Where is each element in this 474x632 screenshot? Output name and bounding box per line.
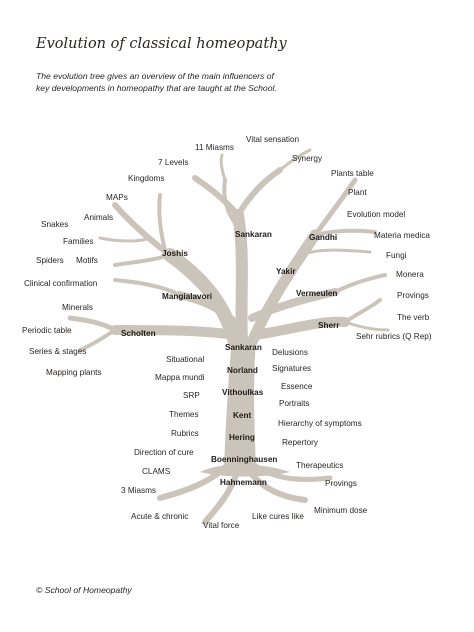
tree-limb bbox=[110, 325, 241, 340]
subtitle-line-2: key developments in homeopathy that are … bbox=[36, 83, 277, 93]
person-hahnemann: Hahnemann bbox=[220, 478, 267, 487]
label-animals: Animals bbox=[84, 213, 114, 222]
person-sherr: Sherr bbox=[318, 321, 340, 330]
label-clinical-confirmation: Clinical confirmation bbox=[24, 279, 98, 288]
tree-branch bbox=[313, 228, 377, 237]
tree-base bbox=[200, 464, 290, 477]
tree-branch bbox=[343, 298, 382, 324]
label-families: Families bbox=[63, 237, 94, 246]
label-provings-upper: Provings bbox=[397, 291, 429, 300]
label-clams: CLAMS bbox=[142, 467, 171, 476]
label-3-miasms: 3 Miasms bbox=[121, 486, 157, 495]
label-situational: Situational bbox=[166, 355, 205, 364]
tree-limb bbox=[250, 316, 350, 340]
label-11-miasms: 11 Miasms bbox=[195, 143, 234, 152]
tree-branch bbox=[343, 320, 390, 332]
label-minimum-dose: Minimum dose bbox=[314, 506, 368, 515]
tree-branch bbox=[113, 278, 182, 297]
label-signatures: Signatures bbox=[272, 364, 312, 373]
label-like-cures-like: Like cures like bbox=[252, 512, 304, 521]
label-mapping-plants: Mapping plants bbox=[46, 368, 102, 377]
label-evolution-model: Evolution model bbox=[347, 210, 406, 219]
label-provings-lower: Provings bbox=[325, 479, 357, 488]
label-materia-medica: Materia medica bbox=[374, 231, 430, 240]
person-boenninghausen: Boenninghausen bbox=[211, 455, 278, 464]
person-vermeulen: Vermeulen bbox=[296, 289, 338, 298]
label-acute-chronic: Acute & chronic bbox=[131, 512, 189, 521]
tree-branch bbox=[78, 328, 117, 352]
label-srp: SRP bbox=[183, 391, 200, 400]
tree-branch bbox=[113, 253, 172, 267]
label-plants-table: Plants table bbox=[331, 169, 374, 178]
person-vithoulkas: Vithoulkas bbox=[222, 388, 264, 397]
person-kent: Kent bbox=[233, 411, 252, 420]
label-vital-sensation: Vital sensation bbox=[246, 135, 300, 144]
tree-branch bbox=[219, 153, 227, 182]
tree-branch bbox=[157, 193, 167, 252]
tree-branch bbox=[192, 175, 241, 218]
label-hierarchy: Hierarchy of symptoms bbox=[278, 419, 362, 428]
label-monera: Monera bbox=[396, 270, 424, 279]
tree-trunk bbox=[224, 340, 256, 468]
page-subtitle: The evolution tree gives an overview of … bbox=[36, 70, 336, 94]
tree-branch bbox=[235, 167, 283, 218]
label-periodic-table: Periodic table bbox=[22, 326, 72, 335]
label-repertory: Repertory bbox=[282, 438, 318, 447]
tree-branch bbox=[67, 315, 118, 333]
tree-branch bbox=[278, 148, 312, 172]
page-title: Evolution of classical homeopathy bbox=[36, 36, 287, 52]
label-synergy: Synergy bbox=[292, 154, 323, 163]
tree-limb bbox=[246, 229, 321, 348]
label-portraits: Portraits bbox=[279, 399, 310, 408]
person-sankaran-trunk: Sankaran bbox=[225, 343, 262, 352]
person-joshis: Joshis bbox=[162, 249, 188, 258]
label-motifs: Motifs bbox=[76, 256, 98, 265]
tree-branch bbox=[298, 248, 372, 257]
label-rubrics: Rubrics bbox=[171, 429, 199, 438]
tree-limb bbox=[248, 288, 339, 322]
label-fungi: Fungi bbox=[386, 251, 407, 260]
person-gandhi: Gandhi bbox=[309, 233, 338, 242]
label-direction-of-cure: Direction of cure bbox=[134, 448, 194, 457]
subtitle-line-1: The evolution tree gives an overview of … bbox=[36, 71, 274, 81]
label-plant: Plant bbox=[348, 188, 367, 197]
label-maps: MAPs bbox=[106, 193, 128, 202]
label-essence: Essence bbox=[281, 382, 313, 391]
label-snakes: Snakes bbox=[41, 220, 69, 229]
tree-branch bbox=[98, 236, 152, 243]
person-hering: Hering bbox=[229, 433, 255, 442]
label-delusions: Delusions bbox=[272, 348, 308, 357]
label-therapeutics: Therapeutics bbox=[296, 461, 344, 470]
person-scholten: Scholten bbox=[121, 329, 156, 338]
label-series-stages: Series & stages bbox=[29, 347, 87, 356]
label-kingdoms: Kingdoms bbox=[128, 174, 165, 183]
label-sehr-rubrics: Sehr rubrics (Q Rep) bbox=[356, 332, 432, 341]
label-mappa-mundi: Mappa mundi bbox=[155, 373, 205, 382]
label-7-levels: 7 Levels bbox=[158, 158, 189, 167]
label-minerals: Minerals bbox=[62, 303, 93, 312]
tree-branch bbox=[222, 178, 242, 232]
person-norland: Norland bbox=[227, 366, 258, 375]
tree-limb bbox=[176, 291, 236, 324]
copyright-footer: © School of Homeopathy bbox=[36, 585, 132, 595]
label-themes: Themes bbox=[169, 410, 199, 419]
tree-branch bbox=[333, 273, 387, 294]
person-mangialavori: Mangialavori bbox=[162, 292, 213, 301]
person-sankaran-top: Sankaran bbox=[235, 230, 272, 239]
label-spiders: Spiders bbox=[36, 256, 64, 265]
label-the-verb: The verb bbox=[397, 313, 430, 322]
tree-branch bbox=[312, 177, 358, 238]
label-vital-force: Vital force bbox=[203, 521, 240, 530]
person-yakir: Yakir bbox=[276, 267, 296, 276]
